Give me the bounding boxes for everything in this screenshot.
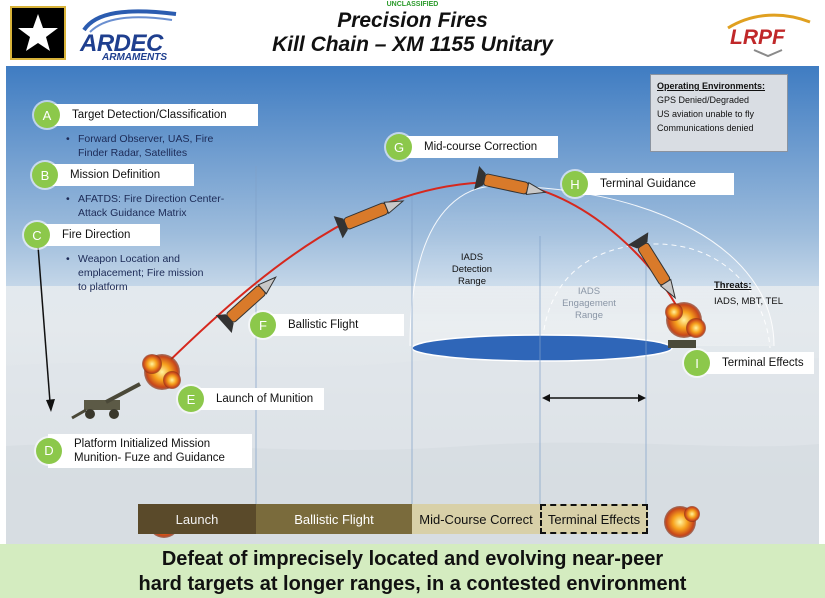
step-b-badge: B <box>32 162 58 188</box>
step-f-label: F Ballistic Flight <box>250 312 404 338</box>
title-line-1: Precision Fires <box>337 9 488 32</box>
step-a-bullet: • Forward Observer, UAS, Fire Finder Rad… <box>66 132 278 160</box>
footer-line-2: hard targets at longer ranges, in a cont… <box>138 573 687 595</box>
step-h-label: H Terminal Guidance <box>562 171 734 197</box>
footer-line-1: Defeat of imprecisely located and evolvi… <box>161 548 664 570</box>
target-blast <box>665 302 706 338</box>
threats-list: IADS, MBT, TEL <box>714 296 783 307</box>
launch-blast <box>142 354 181 390</box>
step-c-bullet-line-2: emplacement; Fire mission <box>78 267 204 279</box>
step-c-text: Fire Direction <box>62 229 131 241</box>
lrpf-logo-text: LRPF <box>730 26 785 49</box>
step-i-label: I Terminal Effects <box>684 350 814 376</box>
munition-midcourse <box>474 166 547 196</box>
step-h-text: Terminal Guidance <box>600 178 696 190</box>
step-c-bullet: • Weapon Location and emplacement; Fire … <box>66 252 268 294</box>
phase-mid-course-correct-label: Mid-Course Correct <box>419 511 533 527</box>
step-g-label: G Mid-course Correction <box>386 134 558 160</box>
step-a-label: A Target Detection/Classification <box>34 102 258 128</box>
engagement-arrow-head-right <box>638 394 646 402</box>
howitzer-platform <box>71 382 141 420</box>
step-e-badge: E <box>178 386 204 412</box>
iads-base-ellipse <box>411 334 673 362</box>
step-g-badge: G <box>386 134 412 160</box>
step-a-badge: A <box>34 102 60 128</box>
step-b-text: Mission Definition <box>70 169 161 181</box>
operating-environment-item: US aviation unable to fly <box>657 109 755 119</box>
step-b-bullet-line-2: Attack Guidance Matrix <box>78 207 187 219</box>
step-b-bullet-line-1: AFATDS: Fire Direction Center- <box>78 193 225 205</box>
step-d-label: D Platform Initialized Mission Munition-… <box>36 434 252 468</box>
engagement-arrow-head-left <box>542 394 550 402</box>
title-line-2: Kill Chain – XM 1155 Unitary <box>272 33 553 56</box>
phase-terminal-effects: Terminal Effects <box>540 504 648 534</box>
ardec-logo-subtext: ARMAMENTS <box>102 52 167 63</box>
operating-environment-item: GPS Denied/Degraded <box>657 95 750 105</box>
step-i-text: Terminal Effects <box>722 357 804 369</box>
army-star-logo <box>10 6 66 60</box>
step-a-text: Target Detection/Classification <box>72 109 227 121</box>
classification-marking: UNCLASSIFIED <box>386 1 439 8</box>
step-c-bullet-line-1: Weapon Location and <box>78 253 180 265</box>
threats-title: Threats: <box>714 280 752 291</box>
phase-ballistic-flight-label: Ballistic Flight <box>294 511 374 527</box>
target-vehicle <box>668 340 696 348</box>
step-b-label: B Mission Definition <box>32 162 194 188</box>
ardec-logo: ARDEC ARMAMENTS <box>76 8 186 63</box>
operating-environments-title: Operating Environments: <box>657 81 766 91</box>
header: ARDEC ARMAMENTS UNCLASSIFIED Precision F… <box>0 0 825 66</box>
phase-mid-course-correct: Mid-Course Correct <box>412 504 540 534</box>
iads-engagement-label: IADS Engagement Range <box>562 286 616 321</box>
munition-ascent <box>333 200 405 239</box>
step-d-badge: D <box>36 438 62 464</box>
step-c-badge: C <box>24 222 50 248</box>
lrpf-logo: LRPF <box>724 10 814 60</box>
trajectory-arc <box>157 180 683 373</box>
phase-launch-label: Launch <box>175 511 219 527</box>
operating-environment-item: Communications denied <box>657 123 754 133</box>
step-b-bullet: • AFATDS: Fire Direction Center- Attack … <box>66 192 278 220</box>
step-f-badge: F <box>250 312 276 338</box>
step-i-badge: I <box>684 350 710 376</box>
phase-launch: Launch <box>138 504 256 534</box>
fire-direction-arrow-head <box>46 399 55 412</box>
step-h-badge: H <box>562 171 588 197</box>
step-f-text: Ballistic Flight <box>288 319 359 331</box>
munition-terminal <box>627 232 677 300</box>
step-c-label: C Fire Direction <box>24 222 160 248</box>
munition-ballistic <box>215 276 277 333</box>
step-d-text-line-1: Platform Initialized Mission <box>74 438 211 450</box>
footer-banner: Defeat of imprecisely located and evolvi… <box>0 544 825 598</box>
step-g-text: Mid-course Correction <box>424 141 538 153</box>
ardec-logo-text: ARDEC <box>80 30 163 57</box>
step-a-bullet-line-2: Finder Radar, Satellites <box>78 147 188 159</box>
phase-bar-blast-right <box>664 506 700 538</box>
fire-direction-arrow <box>37 245 51 403</box>
step-d-text-line-2: Munition- Fuze and Guidance <box>74 452 225 464</box>
iads-detection-label: IADS Detection Range <box>451 252 493 287</box>
kill-chain-scene: A Target Detection/Classification • Forw… <box>6 66 819 544</box>
step-e-text: Launch of Munition <box>216 393 314 405</box>
step-c-bullet-line-3: to platform <box>78 281 128 293</box>
step-e-label: E Launch of Munition <box>178 386 324 412</box>
step-a-bullet-line-1: Forward Observer, UAS, Fire <box>78 133 214 145</box>
phase-ballistic-flight: Ballistic Flight <box>256 504 412 534</box>
iads-engagement-dome <box>541 243 771 349</box>
phase-bar: Launch Ballistic Flight Mid-Course Corre… <box>138 504 678 534</box>
operating-environments-box: Operating Environments: GPS Denied/Degra… <box>650 74 788 152</box>
phase-terminal-effects-label: Terminal Effects <box>547 511 641 527</box>
